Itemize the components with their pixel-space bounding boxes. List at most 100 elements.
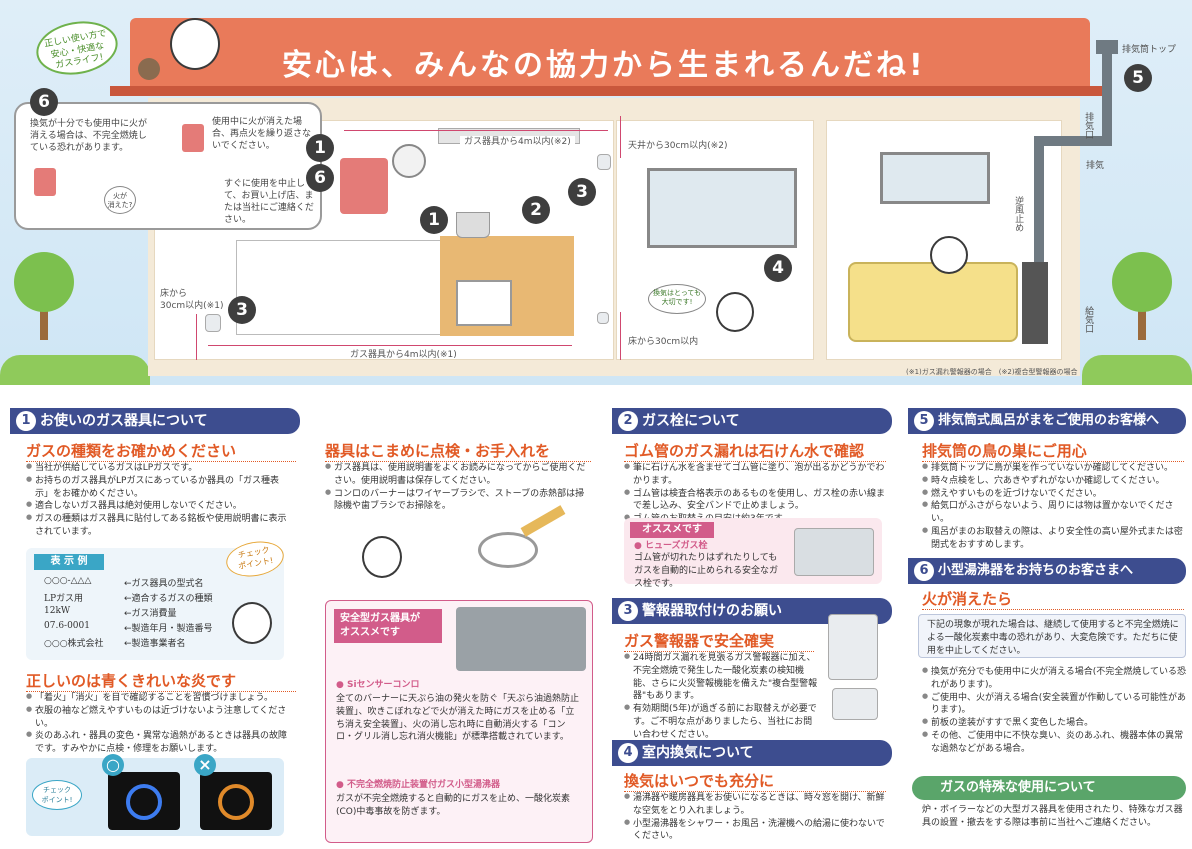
s5-list: 排気筒トップに鳥が巣を作っていないか確認してください。 時々点検をし、穴あきやず…	[922, 462, 1186, 551]
section-4-title: 室内換気について	[642, 745, 754, 761]
section-1-number: 1	[16, 411, 36, 431]
s1-heading-2: 正しいのは青くきれいな炎です	[26, 670, 296, 692]
badge-6-bubble: 6	[30, 88, 58, 116]
fan-icon	[392, 144, 426, 178]
example-key: ○○○-△△△	[44, 576, 92, 586]
tree-right-icon	[1112, 252, 1172, 312]
section-5-title: 排気筒式風呂がまをご使用のお客様へ	[938, 413, 1160, 428]
s3-list: 24時間ガス漏れを見張るガス警報器に加え、不完全燃焼で発生した一酸化炭素の検知機…	[624, 652, 820, 741]
gas-alarm-image	[828, 614, 878, 680]
dim-ceiling-gas: ガス器具から4m以内(※2)	[460, 136, 575, 149]
vent-speech-label: 換気はとっても 大切です!	[648, 284, 706, 314]
ng-mark: ×	[194, 754, 216, 776]
badge-4-vent: 4	[764, 254, 792, 282]
heater-warning-bubble: 換気が十分でも使用中に火が消える場合は、不完全燃焼している恐れがあります。 使用…	[14, 102, 322, 230]
section-3-number: 3	[618, 601, 638, 621]
s1-list-2: 「着火」「消火」を目で確認することを習慣づけましょう。 衣服の袖など燃えやすいも…	[26, 692, 290, 756]
mascot-top	[170, 18, 220, 70]
badge-3-ceiling: 3	[568, 178, 596, 206]
badge-1-heater: 1	[306, 134, 334, 162]
s2-heading: ゴム管のガス漏れは石けん水で確認	[624, 440, 886, 462]
s1b-item: ガス器具は、使用説明書をよくお読みになってからご使用ください。使用説明書は保存し…	[325, 462, 591, 488]
s4-item: 小型湯沸器をシャワー・お風呂・洗濯機への給湯に使わないでください。	[624, 818, 886, 844]
exhaust-pipe-down	[1034, 136, 1044, 276]
example-val: ←ガス器具の型式名	[124, 579, 204, 589]
s5-item: 燃えやすいものを近づけないでください。	[922, 488, 1186, 501]
grass-right	[1082, 355, 1192, 385]
s6-item: その他、ご使用中に不快な臭い、炎のあふれ、機器本体の異常な過熱などがある場合。	[922, 730, 1186, 756]
house-illustration: 安心は、みんなの協力から生まれるんだね! 正しい使い方で 安心・快適な ガスライ…	[0, 0, 1192, 385]
fuse-valve-image	[794, 528, 874, 576]
s4-heading: 換気はいつでも充分に	[624, 770, 886, 792]
fuse-text: ゴム管が切れたりはずれたりしてもガスを自動的に止められる安全なガス栓です。	[634, 553, 779, 589]
exhaust-top-cap	[1096, 40, 1118, 54]
s1b-list: ガス器具は、使用説明書をよくお読みになってからご使用ください。使用説明書は保存し…	[325, 462, 591, 513]
example-val: ←ガス消費量	[124, 609, 177, 619]
s5-item: 給気口がふさがらないよう、周りには物は置かないでください。	[922, 500, 1186, 526]
dim-ceiling-vline	[620, 116, 621, 158]
water-heater	[340, 158, 388, 214]
page-title: 安心は、みんなの協力から生まれるんだね!	[282, 48, 926, 83]
section-2-title: ガス栓について	[642, 413, 740, 429]
s5-item: 排気筒トップに鳥が巣を作っていないか確認してください。	[922, 462, 1186, 475]
s3-item: 24時間ガス漏れを見張るガス警報器に加え、不完全燃焼で発生した一酸化炭素の検知機…	[624, 652, 820, 703]
s6-heading: 火が消えたら	[922, 588, 1184, 610]
dim-ceiling-line	[344, 130, 608, 131]
special-use-header: ガスの特殊な使用について	[912, 776, 1186, 800]
supply-label: 給気口	[1083, 306, 1094, 333]
dim-ceiling-30: 天井から30cm以内(※2)	[628, 141, 728, 151]
dim-floor-line	[208, 345, 572, 346]
s2-item: 筆に石けん水を含ませてゴム管に塗り、泡が出るかどうかでわかります。	[624, 462, 886, 488]
example-key: 12kW	[44, 606, 71, 616]
example-val: ←製造事業者名	[124, 639, 186, 649]
s6-list: 換気が充分でも使用中に火が消える場合(不完全燃焼している恐れがあります)。 ご使…	[922, 666, 1186, 755]
section-2-number: 2	[618, 411, 638, 431]
s1-item: 当社が供給しているガスはLPガスです。	[26, 462, 290, 475]
s4-item: 湯沸器や暖房器具をお使いになるときは、時々窓を開け、新鮮な空気をとり入れましょう…	[624, 792, 886, 818]
fuse-title: ● ヒューズガス栓	[634, 541, 708, 551]
s6-item: 換気が充分でも使用中に火が消える場合(不完全燃焼している恐れがあります)。	[922, 666, 1186, 692]
co-alarm-image	[832, 688, 878, 720]
si-title: ● Siセンサーコンロ	[336, 680, 420, 690]
fire-out-label: 火が 消えた?	[104, 186, 136, 214]
s4-list: 湯沸器や暖房器具をお使いになるときは、時々窓を開け、新鮮な空気をとり入れましょう…	[624, 792, 886, 843]
dim-floor-gas: ガス器具から4m以内(※1)	[350, 350, 457, 360]
flame-comparison: チェック ポイント! ○ ×	[26, 754, 284, 836]
exhaust-top-label: 排気筒トップ	[1122, 45, 1177, 55]
dim-floor-30: 床から30cm以内	[628, 337, 699, 347]
osusume-tag: オススメです	[630, 522, 714, 538]
draft-label: 逆風止め	[1013, 196, 1024, 232]
s2-item: ゴム管は検査合格表示のあるものを使用し、ガス栓の赤い線まで差し込み、安全バンドで…	[624, 488, 886, 514]
special-use-title: ガスの特殊な使用について	[940, 780, 1096, 795]
s1b-heading: 器具はこまめに点検・お手入れを	[325, 440, 591, 462]
tree-trunk-left	[40, 300, 48, 340]
fuk-text: ガスが不完全燃焼すると自動的にガスを止め、一酸化炭素(CO)中毒事故を防ぎます。	[336, 794, 571, 817]
badge-2-valve: 2	[522, 196, 550, 224]
s6-warning-box: 下記の現象が現れた場合は、継続して使用すると不完全燃焼による一酸化炭素中毒の恐れ…	[918, 614, 1186, 658]
badge-6-heater: 6	[306, 164, 334, 192]
section-3-title: 警報器取付けのお願い	[642, 603, 782, 619]
exhaust-label: 排気	[1086, 161, 1105, 171]
s2-list: 筆に石けん水を含ませてゴム管に塗り、泡が出るかどうかでわかります。 ゴム管は検査…	[624, 462, 886, 526]
mascot-living	[716, 292, 754, 332]
check-point-badge-2: チェック ポイント!	[32, 780, 82, 810]
badge-1-stove: 1	[420, 206, 448, 234]
roof	[110, 18, 1110, 96]
bubble-right-text: 使用中に火が消えた場合、再点火を繰り返さないでください。	[212, 117, 312, 152]
exhaust-out-label: 排気口	[1083, 112, 1094, 139]
s6-box-text: 下記の現象が現れた場合は、継続して使用すると不完全燃焼による一酸化炭素中毒の恐れ…	[927, 620, 1179, 656]
example-key: LPガス用	[44, 594, 84, 604]
dog-icon	[138, 58, 160, 80]
label-example-box: 表 示 例 ○○○-△△△←ガス器具の型式名 LPガス用←適合するガスの種類 1…	[26, 537, 287, 660]
recommend-tag: 安全型ガス器具が オススメです	[334, 609, 442, 643]
example-val: ←適合するガスの種類	[124, 594, 213, 604]
dim-floor-from: 床から 30cm以内(※1)	[160, 289, 224, 312]
fuse-valve-box: オススメです ● ヒューズガス栓 ゴム管が切れたりはずれたりしてもガスを自動的に…	[624, 518, 882, 589]
badge-5-exhaust: 5	[1124, 64, 1152, 92]
dim-floor30-vline	[620, 312, 621, 360]
alarm-floor-icon	[205, 314, 221, 332]
